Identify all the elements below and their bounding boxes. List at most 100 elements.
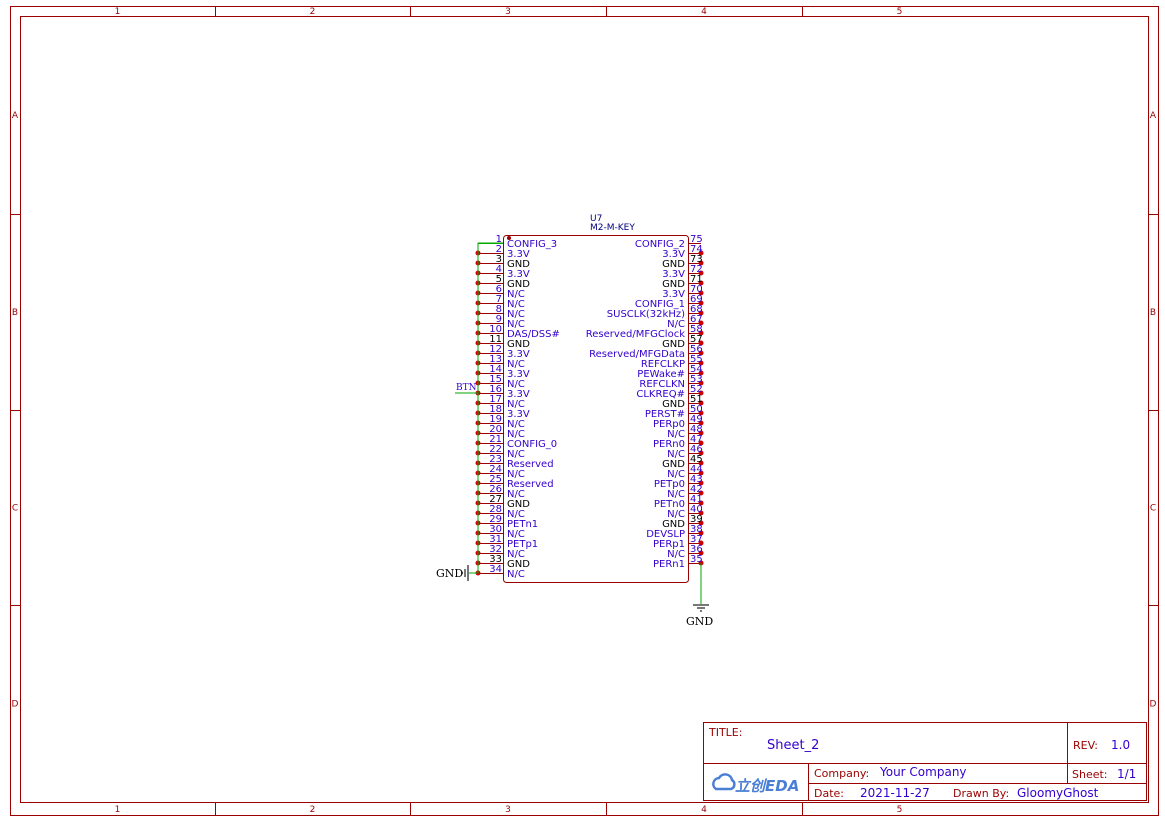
junction-dot — [698, 300, 704, 306]
gnd-symbol-right[interactable] — [693, 604, 709, 612]
pin-number: 4 — [496, 264, 502, 275]
pin-number: 28 — [489, 504, 502, 515]
btn-net-label[interactable]: BTN — [456, 383, 477, 393]
pin-67[interactable]: 67N/C — [667, 314, 704, 330]
pin-name: N/C — [507, 429, 525, 440]
drawn-by-value[interactable]: GloomyGhost — [1017, 786, 1099, 800]
pin-number: 58 — [690, 324, 703, 335]
junction-dot — [698, 340, 704, 346]
junction-dot — [698, 500, 704, 506]
pin-53[interactable]: 53 REFCLKN — [639, 374, 704, 390]
junction-dot — [698, 320, 704, 326]
frame-column-label: 2 — [310, 7, 316, 17]
pin-number: 21 — [489, 434, 502, 445]
frame-row-label: D — [12, 700, 19, 710]
pin-74[interactable]: 743.3V — [662, 244, 704, 260]
pin-number: 45 — [690, 454, 703, 465]
pin-42[interactable]: 42N/C — [667, 484, 704, 500]
pin-name: REFCLKN — [639, 379, 685, 390]
frame-row-label: A — [1150, 111, 1157, 121]
pin-name: GND — [662, 279, 685, 290]
pin-name: CONFIG_2 — [635, 239, 685, 250]
pin-name: REFCLKP — [641, 359, 685, 370]
gnd-left-label: GND — [436, 567, 463, 580]
frame-column-label: 1 — [115, 805, 121, 815]
pin-name: 3.3V — [662, 249, 685, 260]
company-value[interactable]: Your Company — [879, 765, 967, 779]
frame-column-label: 4 — [701, 805, 707, 815]
pin-44[interactable]: 44N/C — [667, 464, 704, 480]
sheet-title[interactable]: Sheet_2 — [767, 738, 819, 753]
pin-name: PERn0 — [653, 439, 685, 450]
gnd-symbol-left[interactable] — [461, 565, 469, 581]
junction-dot — [698, 330, 704, 336]
pin-name: GND — [662, 339, 685, 350]
pin-name: Reserved — [507, 479, 554, 490]
frame-column-label: 3 — [505, 7, 511, 17]
pin-number: 6 — [496, 284, 502, 295]
component-ref: U7 — [590, 214, 602, 224]
date-value[interactable]: 2021-11-27 — [860, 786, 930, 800]
pin-72[interactable]: 723.3V — [662, 264, 704, 280]
pin-48[interactable]: 48N/C — [667, 424, 704, 440]
pin-name: N/C — [507, 569, 525, 580]
junction-dot — [698, 530, 704, 536]
rev-value[interactable]: 1.0 — [1111, 738, 1130, 752]
junction-dot — [698, 260, 704, 266]
component-body[interactable] — [503, 235, 689, 583]
pin-name: 3.3V — [662, 269, 685, 280]
sheet-value[interactable]: 1/1 — [1117, 767, 1136, 781]
frame-row-label: B — [12, 308, 18, 318]
pin-name: 3.3V — [507, 389, 530, 400]
pin-number: 53 — [690, 374, 703, 385]
pin-70[interactable]: 703.3V — [662, 284, 704, 300]
pin-46[interactable]: 46N/C — [667, 444, 704, 460]
pin-40[interactable]: 40N/C — [667, 504, 704, 520]
junction-dot — [698, 480, 704, 486]
frame-row-label: C — [12, 504, 18, 514]
pin-36[interactable]: 36N/C — [667, 544, 704, 560]
junction-dot — [698, 450, 704, 456]
pin-name: 3.3V — [662, 289, 685, 300]
frame-column-label: 4 — [701, 7, 707, 17]
junction-dot — [698, 470, 704, 476]
pin-name: N/C — [507, 549, 525, 560]
pin-name: GND — [507, 259, 530, 270]
pin-number: 27 — [489, 494, 502, 505]
gnd-bus-wire-left[interactable] — [477, 242, 503, 573]
pin-name: PERp0 — [653, 419, 685, 430]
frame-column-label: 2 — [310, 805, 316, 815]
pin-number: 25 — [489, 474, 502, 485]
pin-number: 31 — [489, 534, 502, 545]
pin-name: PETp0 — [654, 479, 685, 490]
pin-number: 67 — [690, 314, 703, 325]
junction-dot — [698, 510, 704, 516]
pin-name: Reserved/MFGData — [589, 349, 685, 360]
